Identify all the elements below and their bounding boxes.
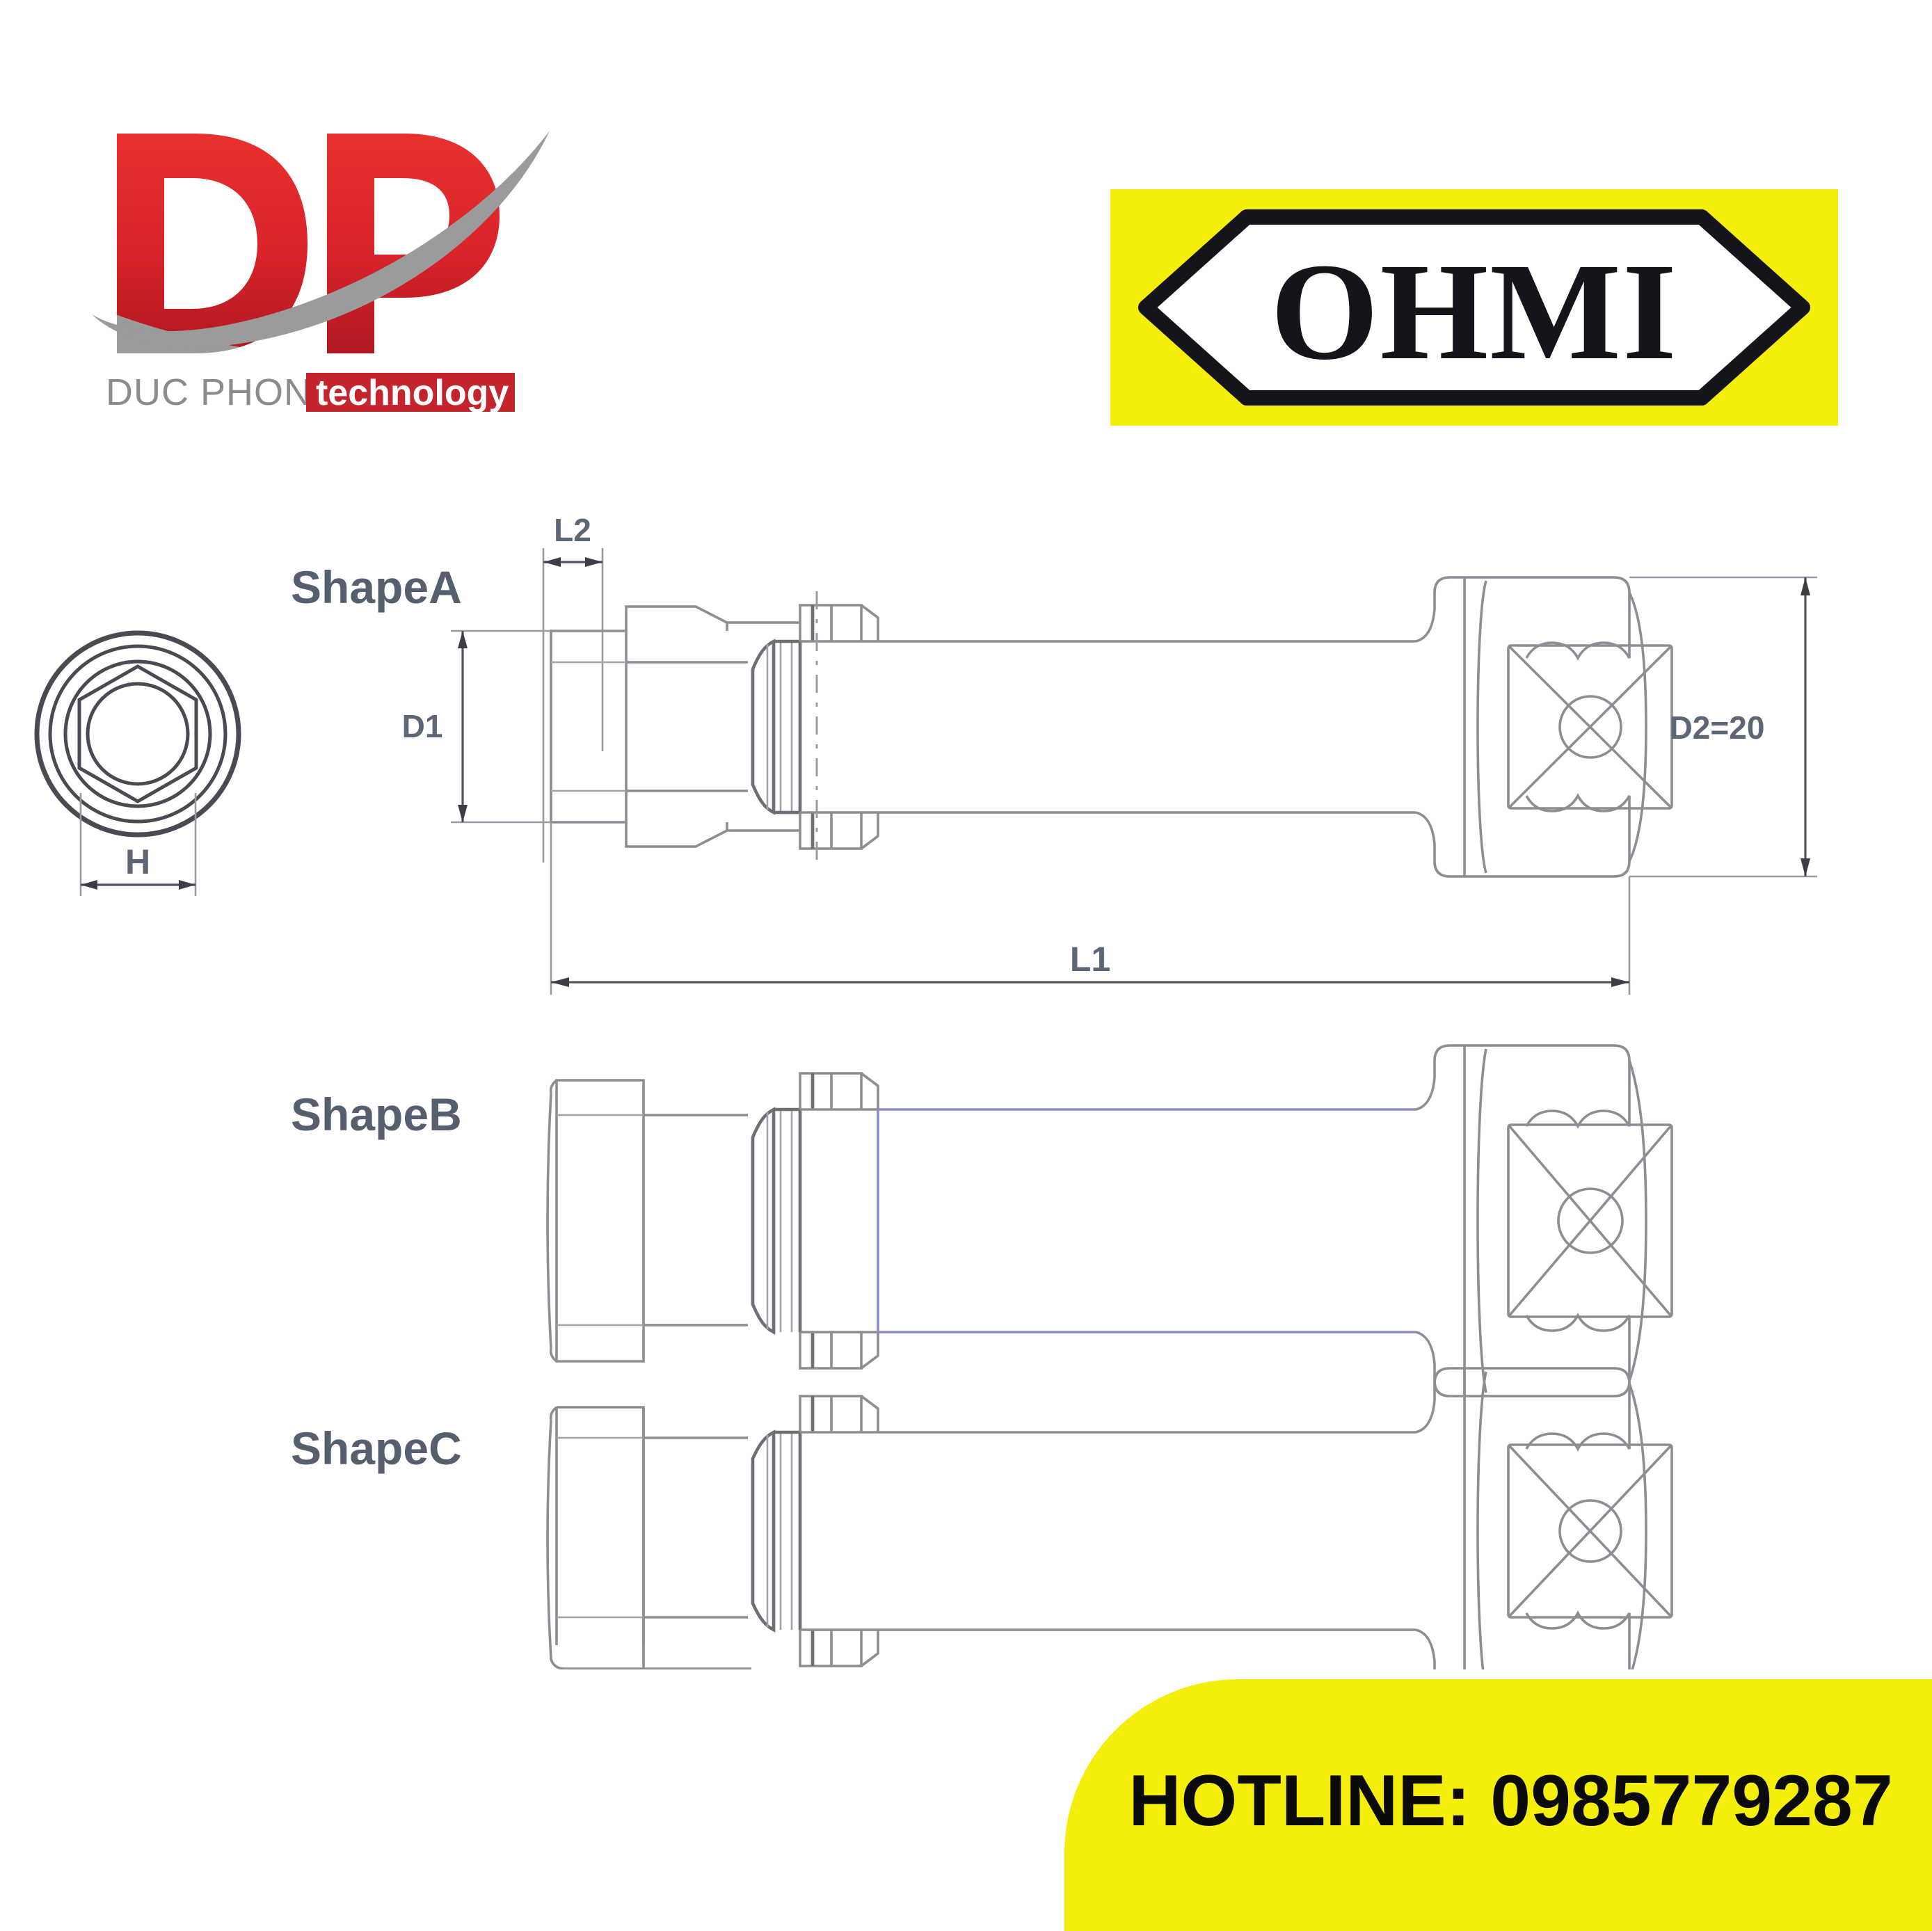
dp-tagline: technology: [316, 373, 509, 413]
dimension-label-l2: L2: [554, 512, 591, 548]
dimension-label-h: H: [125, 842, 150, 881]
shape-b-label: ShapeB: [291, 1089, 462, 1140]
ohmi-logo: OHMI: [1110, 189, 1838, 426]
dp-logo: DUC PHONG technology: [90, 118, 550, 417]
dimension-label-d2: D2=20: [1670, 710, 1765, 746]
ohmi-hexagon-plate-icon: [1138, 209, 1810, 406]
hotline-text: HOTLINE: 0985779287: [1128, 1760, 1893, 1841]
dp-letter-p-icon: [327, 134, 500, 353]
dp-letter-d-icon: [117, 134, 308, 353]
dp-tagline-badge: [306, 373, 515, 412]
dp-company-name: DUC PHONG: [106, 371, 342, 413]
dimension-label-d1: D1: [402, 708, 443, 744]
shape-a-view: ShapeA L2 D1: [291, 512, 1817, 995]
end-view-hex-socket: H: [34, 630, 241, 896]
dp-swoosh-icon: [92, 131, 550, 348]
shape-b-view: ShapeB: [291, 1044, 1673, 1397]
shape-c-view: ShapeC: [291, 1367, 1673, 1669]
shape-a-label: ShapeA: [291, 561, 462, 613]
hotline-banner: HOTLINE: 0985779287: [1064, 1679, 1932, 1931]
ohmi-wordmark: OHMI: [1270, 235, 1678, 389]
technical-drawing: H ShapeA L2 D1: [0, 487, 1932, 1669]
shape-c-label: ShapeC: [291, 1423, 462, 1474]
dimension-label-l1: L1: [1070, 940, 1110, 979]
